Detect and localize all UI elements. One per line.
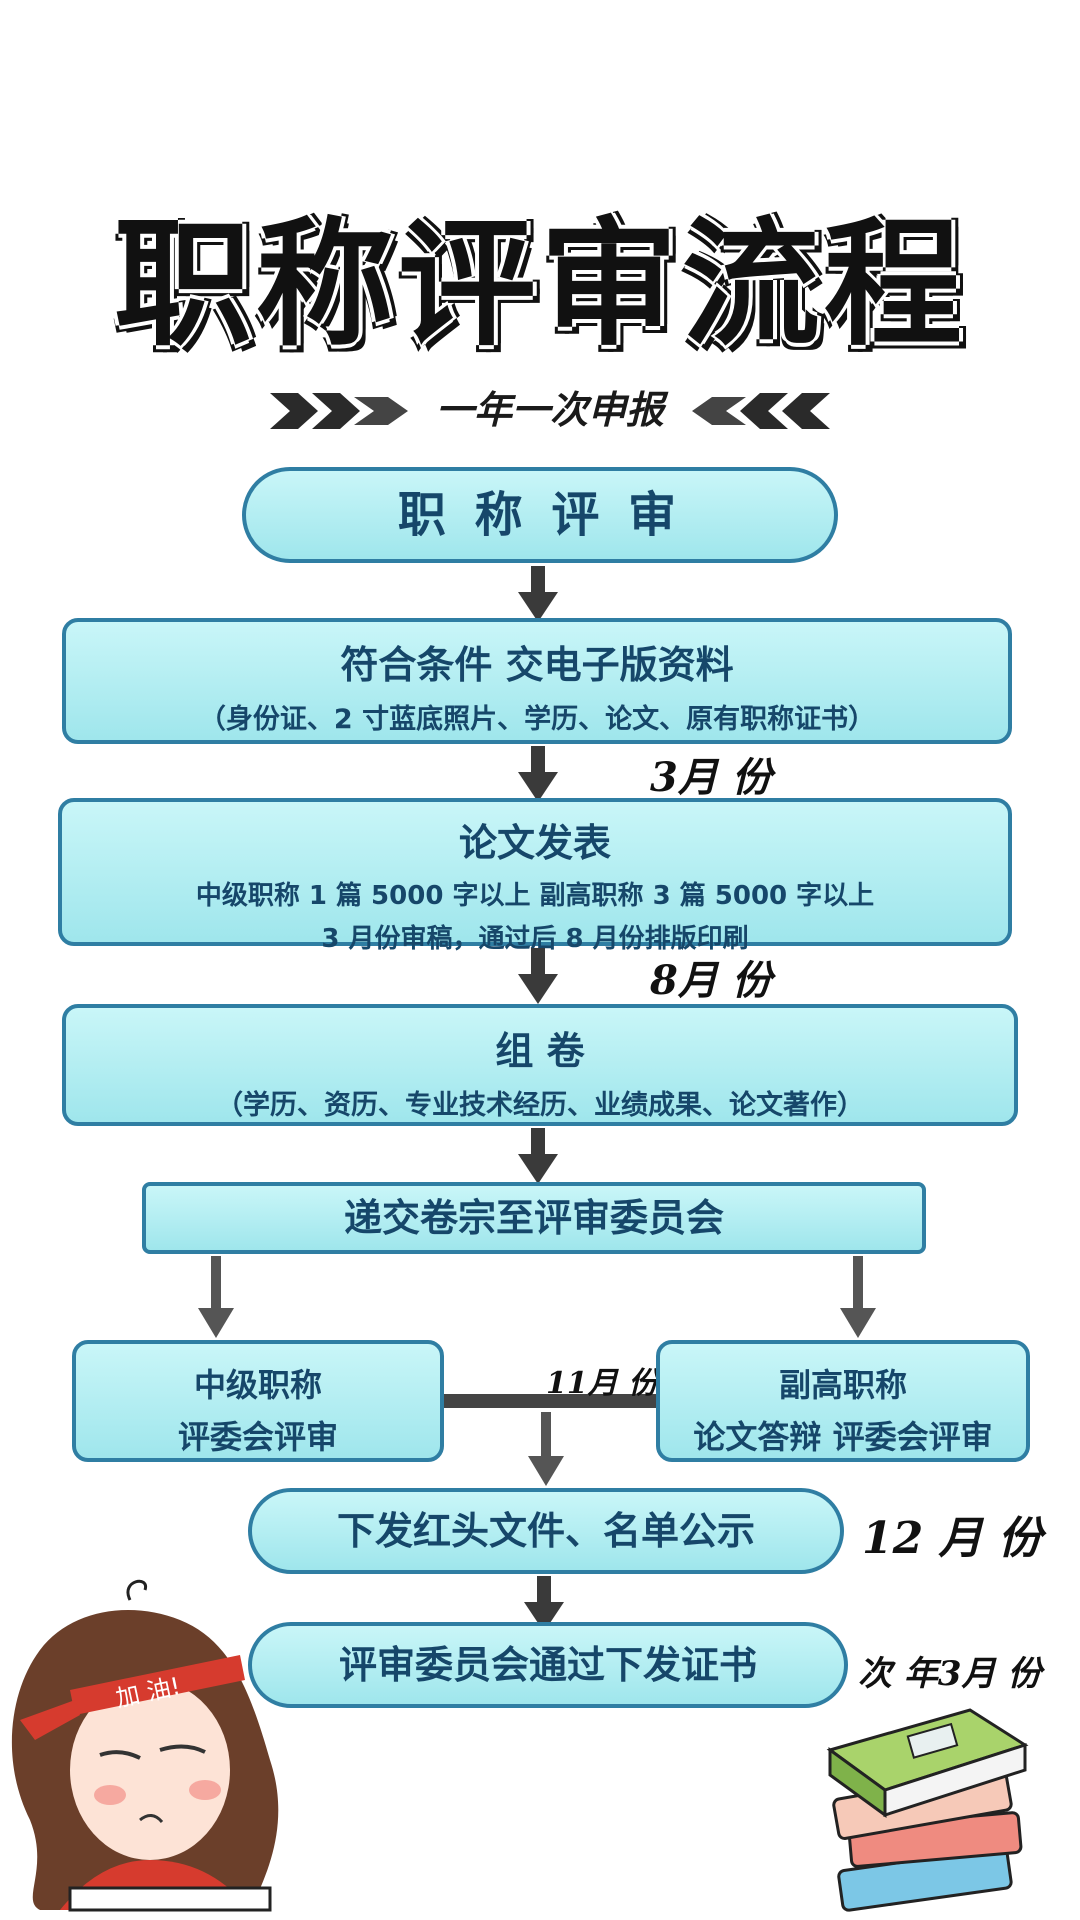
step-issue-certificate: 评审委员会通过下发证书: [248, 1622, 848, 1708]
step-detail: （身份证、2 寸蓝底照片、学历、论文、原有职称证书）: [198, 704, 876, 735]
arrow-down-icon: [518, 1128, 558, 1184]
step-detail: （学历、资历、专业技术经历、业绩成果、论文著作）: [216, 1090, 864, 1121]
step-submit-materials: 符合条件 交电子版资料 （身份证、2 寸蓝底照片、学历、论文、原有职称证书）: [62, 618, 1012, 744]
month-label: 11月 份: [546, 1366, 659, 1401]
arrow-down-icon: [840, 1256, 876, 1338]
arrow-down-icon: [524, 1576, 564, 1632]
month-label: 3月 份: [650, 754, 772, 801]
month-label: 次 年3月 份: [858, 1654, 1042, 1694]
branch-connector: [444, 1394, 656, 1408]
branch-line2: 论文答辩 评委会评审: [693, 1418, 993, 1456]
branch-senior-title: 副高职称 论文答辩 评委会评审: [656, 1340, 1030, 1462]
step-title: 论文发表: [458, 821, 611, 865]
arrow-down-icon: [528, 1412, 564, 1486]
step-detail-line1: 中级职称 1 篇 5000 字以上 副高职称 3 篇 5000 字以上: [195, 881, 875, 911]
step-submit-to-committee: 递交卷宗至评审委员会: [142, 1182, 926, 1254]
diagram-title: 职称评审流程: [113, 204, 966, 365]
subtitle-row: 一年一次申报: [270, 385, 830, 435]
arrow-down-icon: [518, 566, 558, 622]
cheering-girl-illustration: 加 油!: [11, 1579, 279, 1912]
arrow-down-icon: [198, 1256, 234, 1338]
month-label: 8月 份: [650, 957, 772, 1004]
book-stack-illustration: [826, 1708, 1029, 1912]
step-publish-paper: 论文发表 中级职称 1 篇 5000 字以上 副高职称 3 篇 5000 字以上…: [58, 798, 1012, 954]
branch-intermediate-title: 中级职称 评委会评审: [72, 1340, 444, 1462]
arrow-down-icon: [518, 746, 558, 802]
step-title: 符合条件 交电子版资料: [340, 643, 734, 687]
step-start: 职 称 评 审: [242, 467, 838, 563]
step-publish-notice: 下发红头文件、名单公示: [248, 1488, 844, 1574]
chevron-right-icon: [270, 393, 408, 429]
chevron-left-icon: [692, 393, 830, 429]
step-title: 组 卷: [495, 1029, 585, 1073]
subtitle: 一年一次申报: [435, 387, 664, 432]
month-label: 12 月 份: [862, 1513, 1042, 1564]
branch-line1: 副高职称: [778, 1366, 907, 1404]
branch-line2: 评委会评审: [177, 1418, 338, 1456]
branch-line1: 中级职称: [193, 1366, 322, 1404]
step-assemble-file: 组 卷 （学历、资历、专业技术经历、业绩成果、论文著作）: [62, 1004, 1018, 1126]
arrow-down-icon: [518, 948, 558, 1004]
